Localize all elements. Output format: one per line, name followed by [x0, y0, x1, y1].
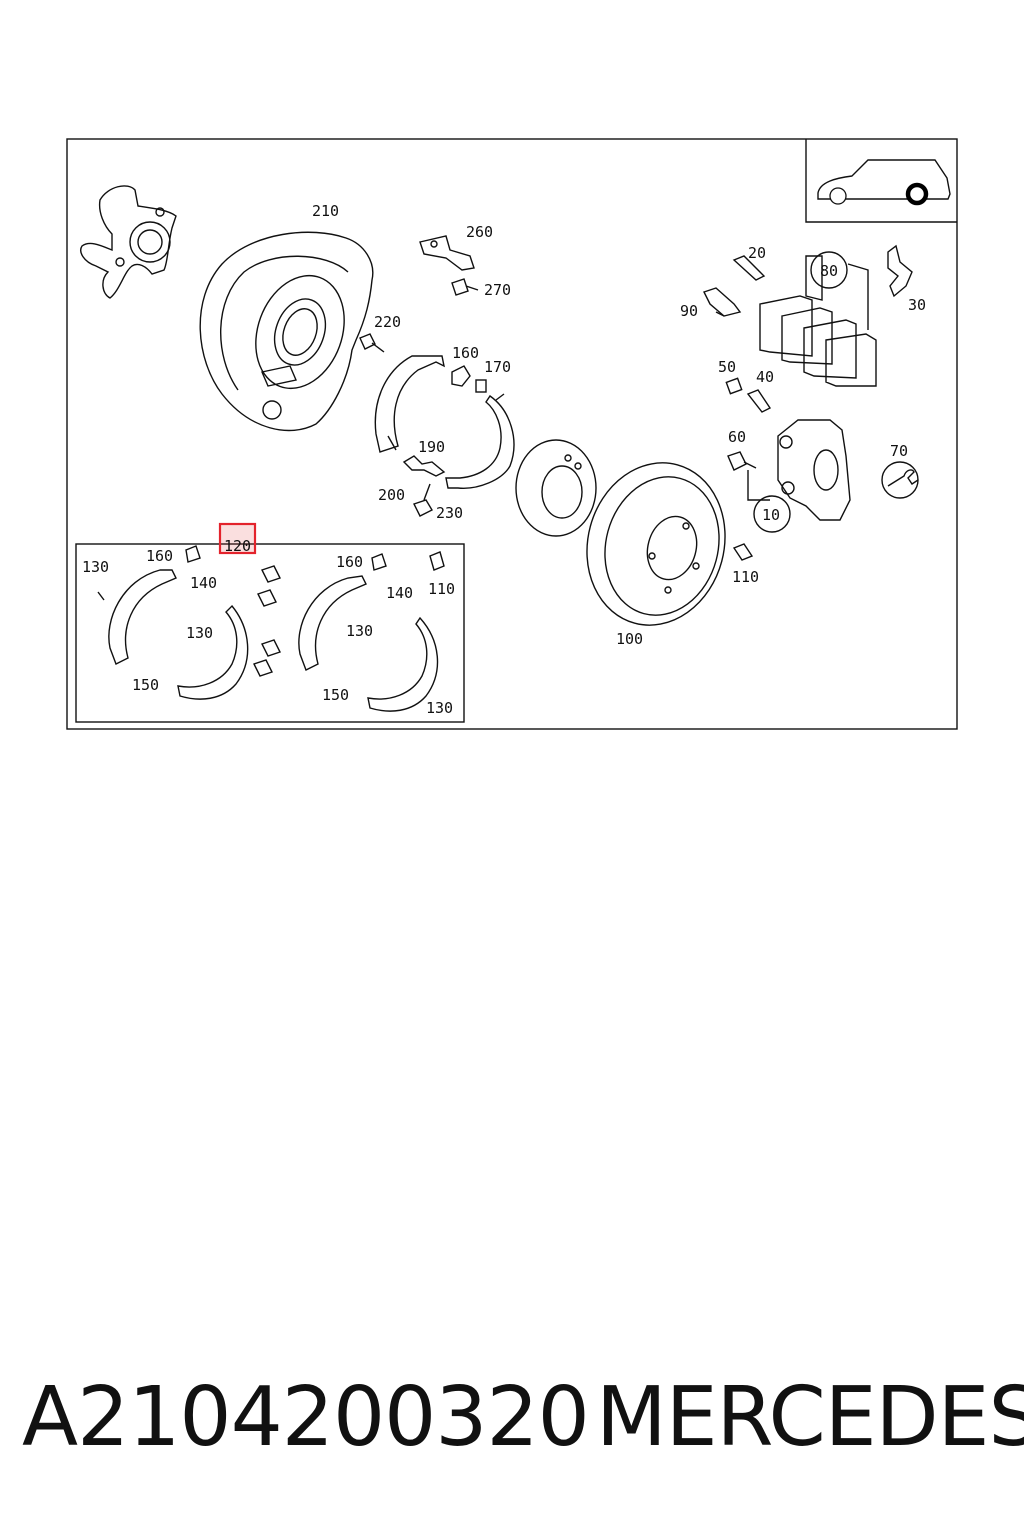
- diagram-frame: [66, 138, 958, 730]
- vehicle-location-inset: [805, 139, 957, 223]
- brake-parts-diagram: 210 260 270 220 160 170 190 200 230 20 8…: [66, 138, 958, 730]
- label-190: 190: [418, 438, 445, 456]
- label-230: 230: [436, 504, 463, 522]
- label-30: 30: [908, 296, 926, 314]
- kit-label-160-right: 160: [336, 553, 363, 571]
- label-10: 10: [762, 506, 780, 524]
- label-260: 260: [466, 223, 493, 241]
- label-70: 70: [890, 442, 908, 460]
- label-90: 90: [680, 302, 698, 320]
- brand-name: MERCEDES: [596, 1370, 1024, 1465]
- bolt-110-icon: [732, 543, 754, 561]
- label-200: 200: [378, 486, 405, 504]
- kit-right-shoes-icon: [298, 551, 445, 712]
- label-160-top: 160: [452, 344, 479, 362]
- label-270: 270: [484, 281, 511, 299]
- bracket-260-icon: [419, 235, 475, 271]
- label-50: 50: [718, 358, 736, 376]
- kit-label-150-right: 150: [322, 686, 349, 704]
- parking-brake-shoes-icon: [374, 355, 515, 489]
- kit-label-110: 110: [428, 580, 455, 598]
- spring-clip-30-icon: [887, 244, 913, 298]
- rear-wheel-marker-icon: [905, 182, 929, 206]
- brake-caliper-10-icon: [747, 419, 851, 533]
- bolt-60-icon: [727, 451, 757, 471]
- spring-190-icon: [402, 455, 446, 477]
- label-220: 220: [374, 313, 401, 331]
- label-100: 100: [616, 630, 643, 648]
- kit-box: [75, 543, 465, 723]
- part-number: A2104200320: [22, 1370, 590, 1465]
- label-60: 60: [728, 428, 746, 446]
- bolt-270-icon: [451, 278, 479, 296]
- adjuster-160-icon: [451, 365, 471, 387]
- bolt-220-icon: [359, 333, 385, 353]
- label-120[interactable]: 120: [224, 537, 251, 555]
- sleeve-170-icon: [475, 379, 487, 393]
- kit-left-shoes-icon: [97, 545, 249, 700]
- wheel-hub-icon: [515, 439, 597, 537]
- kit-label-130-mid-left: 130: [186, 624, 213, 642]
- kit-label-160-left: 160: [146, 547, 173, 565]
- kit-label-130-mid-right: 130: [346, 622, 373, 640]
- kit-label-150-left: 150: [132, 676, 159, 694]
- label-40: 40: [756, 368, 774, 386]
- pin-230-icon: [413, 483, 433, 517]
- backing-plate-icon: [199, 231, 374, 432]
- brake-disc-icon: [586, 462, 726, 626]
- kit-label-140-right: 140: [386, 584, 413, 602]
- wheel-carrier-icon: [80, 185, 177, 299]
- bleeder-40-icon: [746, 389, 772, 413]
- label-110-right: 110: [732, 568, 759, 586]
- bolt-20-icon: [732, 255, 766, 281]
- dust-cap-50-icon: [725, 377, 743, 395]
- brake-pads-80-icon: [759, 255, 877, 387]
- kit-label-140-left: 140: [190, 574, 217, 592]
- label-80: 80: [820, 262, 838, 280]
- label-20: 20: [748, 244, 766, 262]
- label-210: 210: [312, 202, 339, 220]
- wrench-70-icon: [881, 461, 919, 499]
- highlight-box-120[interactable]: [218, 522, 257, 555]
- kit-label-130-top-left: 130: [82, 558, 109, 576]
- caliper-callout-circle: [753, 495, 791, 533]
- kit-center-bolts-icon: [253, 565, 281, 677]
- label-170: 170: [484, 358, 511, 376]
- pads-callout-circle: [810, 251, 848, 289]
- wear-sensor-90-icon: [703, 287, 742, 317]
- kit-label-130-bottom-right: 130: [426, 699, 453, 717]
